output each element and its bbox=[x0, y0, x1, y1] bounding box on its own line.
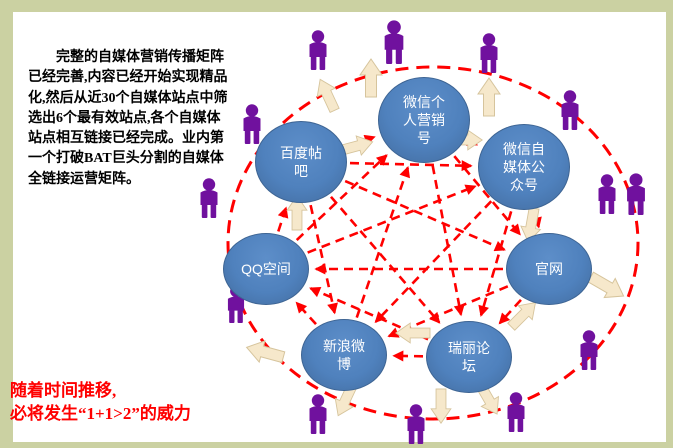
person-icon bbox=[384, 20, 404, 64]
block-arrow-icon bbox=[520, 206, 542, 243]
node-label: QQ空间 bbox=[241, 260, 291, 277]
person-icon bbox=[480, 33, 498, 73]
node-sina-weibo: 新浪微博 bbox=[301, 319, 387, 391]
connection-wechat-personal-website bbox=[453, 155, 521, 236]
connection-sina-weibo-qq-zone bbox=[295, 301, 317, 325]
node-label: 官网 bbox=[535, 260, 563, 277]
connection-wechat-public-ruili-forum bbox=[478, 211, 513, 317]
connection-wechat-personal-ruili-forum bbox=[431, 165, 465, 317]
block-arrow-icon bbox=[245, 340, 286, 364]
connection-baidu-tieba-sina-weibo bbox=[309, 204, 338, 315]
node-baidu-tieba: 百度帖吧 bbox=[255, 121, 347, 203]
node-qq-zone: QQ空间 bbox=[223, 233, 309, 305]
node-wechat-public: 微信自媒体公众号 bbox=[478, 124, 570, 210]
block-arrow-icon bbox=[286, 195, 308, 231]
intro-paragraph: 完整的自媒体营销传播矩阵已经完善,内容已经开始实现精品化,然后从近30个自媒体站… bbox=[28, 50, 228, 187]
connection-qq-zone-wechat-public bbox=[307, 184, 477, 254]
person-icon bbox=[598, 174, 616, 214]
node-label: 微信自媒体公众号 bbox=[503, 140, 545, 194]
person-icon bbox=[309, 394, 327, 434]
person-icon bbox=[309, 30, 327, 70]
connection-baidu-tieba-ruili-forum bbox=[329, 195, 441, 324]
connection-website-ruili-forum bbox=[498, 298, 522, 325]
block-arrow-icon bbox=[430, 388, 452, 424]
person-icon bbox=[561, 90, 579, 130]
person-icon bbox=[407, 404, 425, 444]
footer-slogan-line2: 必将发生“1+1>2”的威力 bbox=[10, 403, 191, 423]
connection-sina-weibo-wechat-personal bbox=[355, 166, 410, 318]
node-label: 新浪微博 bbox=[323, 337, 365, 372]
node-label: 瑞丽论坛 bbox=[448, 339, 490, 374]
connection-qq-zone-wechat-personal bbox=[295, 154, 388, 241]
node-website: 官网 bbox=[506, 233, 592, 305]
connection-wechat-public-sina-weibo bbox=[374, 200, 493, 324]
person-icon bbox=[507, 392, 525, 432]
node-ruili-forum: 瑞丽论坛 bbox=[426, 321, 512, 393]
node-label: 微信个人营销号 bbox=[403, 93, 445, 147]
footer-slogan: 随着时间推移, 必将发生“1+1>2”的威力 bbox=[10, 380, 191, 426]
block-arrow-icon bbox=[359, 58, 383, 98]
person-icon bbox=[580, 330, 598, 370]
person-icon bbox=[200, 178, 218, 218]
block-arrow-icon bbox=[316, 78, 340, 114]
person-icon bbox=[627, 173, 645, 215]
connection-baidu-tieba-wechat-public bbox=[349, 160, 473, 172]
connection-qq-zone-baidu-tieba bbox=[277, 206, 289, 232]
block-arrow-icon bbox=[587, 271, 625, 299]
node-label: 百度帖吧 bbox=[280, 144, 322, 179]
person-icon bbox=[243, 104, 261, 144]
block-arrow-icon bbox=[507, 301, 537, 331]
footer-slogan-line1: 随着时间推移, bbox=[10, 381, 117, 400]
outer-dashed-ring bbox=[226, 65, 640, 421]
block-arrow-icon bbox=[395, 322, 431, 344]
block-arrow-icon bbox=[477, 77, 501, 117]
node-wechat-personal: 微信个人营销号 bbox=[378, 77, 470, 163]
